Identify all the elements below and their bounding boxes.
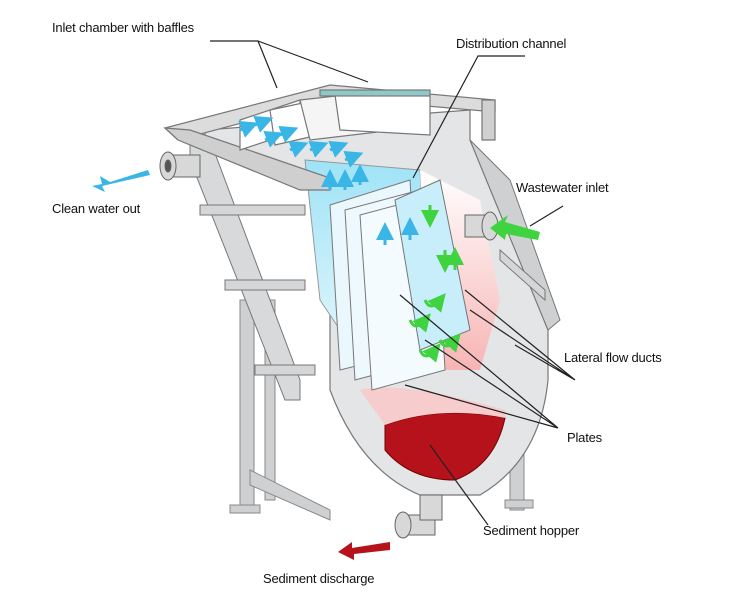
label-distribution-channel: Distribution channel (456, 36, 567, 51)
wastewater-inlet-arrow (490, 215, 540, 240)
sediment-discharge-arrow (338, 542, 390, 560)
sediment-discharge-pipe (394, 494, 443, 539)
clean-water-out-arrow (92, 170, 150, 192)
leader-lines (210, 40, 576, 526)
wastewater-flow-arrows (408, 205, 464, 363)
label-sediment-hopper: Sediment hopper (483, 523, 580, 538)
baffle-flow-arrows (238, 115, 419, 245)
label-wastewater-inlet: Wastewater inlet (516, 180, 609, 195)
label-inlet-chamber: Inlet chamber with baffles (52, 20, 194, 35)
label-lateral-flow-ducts: Lateral flow ducts (564, 350, 662, 365)
label-plates: Plates (567, 430, 602, 445)
label-clean-water-out: Clean water out (52, 201, 141, 216)
sediment-hopper (384, 412, 506, 481)
wastewater-inlet-pipe (464, 211, 499, 241)
label-sediment-discharge: Sediment discharge (263, 571, 375, 586)
clean-water-outlet-pipe (159, 151, 201, 181)
